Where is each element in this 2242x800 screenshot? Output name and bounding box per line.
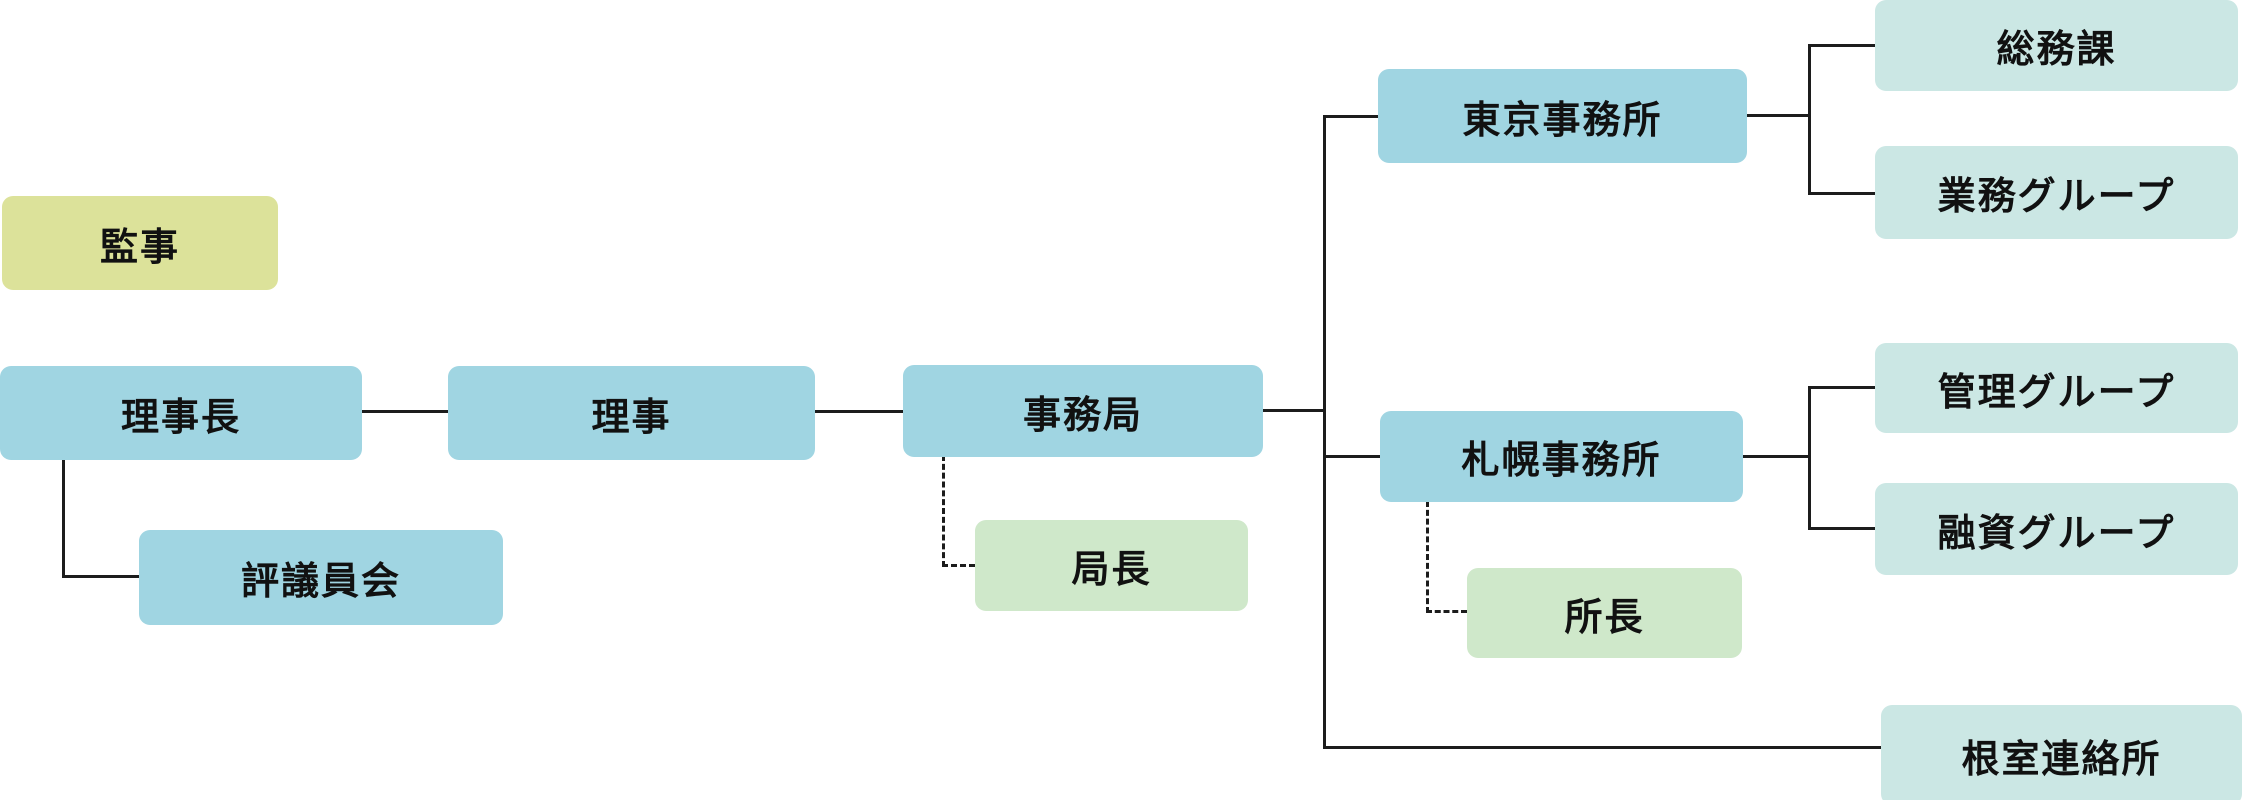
- node-operations-group: 業務グループ: [1875, 146, 2238, 239]
- connector-loan-group: [1808, 527, 1875, 530]
- connector-sapporo-office-chief-vertical: [1426, 501, 1429, 613]
- connector-sapporo-subtrunk: [1808, 386, 1811, 530]
- connector-trunk-sapporo: [1326, 455, 1380, 458]
- node-auditor: 監事: [2, 196, 278, 290]
- connector-director-secretariat: [815, 410, 903, 413]
- node-president: 理事長: [0, 366, 362, 460]
- node-director: 理事: [448, 366, 815, 460]
- node-board-of-councilors: 評議員会: [139, 530, 503, 625]
- connector-tokyo-stub: [1747, 114, 1808, 117]
- node-nemuro-liaison-office: 根室連絡所: [1881, 705, 2242, 800]
- connector-management-group: [1808, 386, 1875, 389]
- node-management-group: 管理グループ: [1875, 343, 2238, 433]
- connector-trunk-nemuro: [1323, 746, 1881, 749]
- node-sapporo-office: 札幌事務所: [1380, 411, 1743, 502]
- connector-president-drop: [62, 460, 65, 578]
- connector-operations-group: [1808, 192, 1875, 195]
- connector-sapporo-office-chief-horizontal: [1426, 610, 1467, 613]
- connector-president-director: [362, 410, 448, 413]
- connector-secretariat-trunk: [1263, 409, 1323, 412]
- node-office-chief: 所長: [1467, 568, 1742, 658]
- node-bureau-chief: 局長: [975, 520, 1248, 611]
- connector-secretariat-bureau-chief-horizontal: [942, 564, 975, 567]
- connector-main-trunk: [1323, 115, 1326, 749]
- connector-general-affairs: [1808, 44, 1875, 47]
- connector-tokyo-subtrunk: [1808, 45, 1811, 195]
- connector-secretariat-bureau-chief-vertical: [942, 455, 945, 567]
- connector-councilors: [62, 575, 139, 578]
- connector-trunk-tokyo: [1326, 115, 1378, 118]
- connector-sapporo-stub: [1743, 455, 1808, 458]
- node-secretariat: 事務局: [903, 365, 1263, 457]
- node-loan-group: 融資グループ: [1875, 483, 2238, 575]
- node-general-affairs-section: 総務課: [1875, 0, 2238, 91]
- node-tokyo-office: 東京事務所: [1378, 69, 1747, 163]
